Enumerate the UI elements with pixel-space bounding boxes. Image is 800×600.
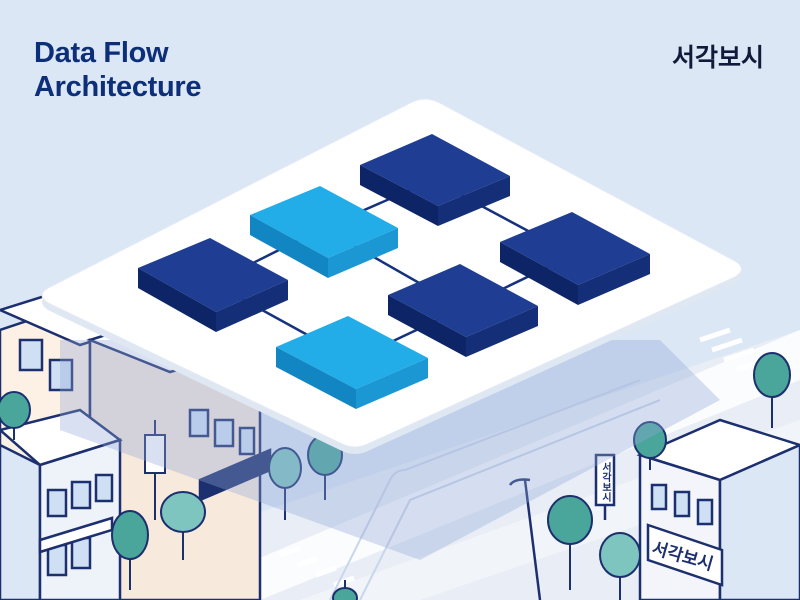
title-line-1: Data Flow [34,37,169,69]
page-title: Data Flow Architecture [34,36,202,104]
diagram-platform [41,98,742,454]
brand-logo: 서각보시 [671,43,764,72]
diagram-nodes [138,134,650,409]
node-n2 [250,186,398,278]
node-n6 [276,316,428,409]
node-n5 [388,264,538,357]
platform-shadow [60,340,720,560]
pole-sign: 서각보시 [600,461,612,503]
right-trees [332,352,791,600]
node-n3 [360,134,510,226]
node-n4 [500,212,650,305]
node-n1 [138,238,288,332]
title-line-2: Architecture [34,71,202,103]
left-trees [0,391,343,590]
right-buildings [508,418,800,600]
